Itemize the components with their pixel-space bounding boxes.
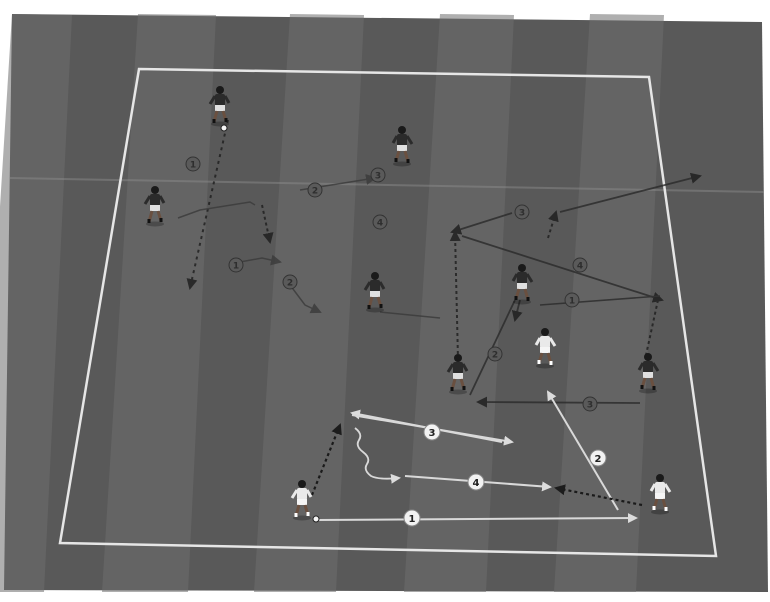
svg-text:2: 2 [287, 279, 293, 289]
svg-text:1: 1 [190, 161, 196, 171]
ball [313, 516, 319, 522]
step-marker-faded: 3 [515, 205, 529, 219]
svg-text:1: 1 [409, 514, 416, 525]
svg-text:2: 2 [595, 454, 602, 465]
svg-text:4: 4 [473, 478, 480, 489]
step-marker-faded: 2 [283, 275, 297, 289]
svg-text:1: 1 [569, 297, 575, 307]
svg-text:3: 3 [375, 172, 381, 182]
step-marker-faded: 1 [186, 157, 200, 171]
step-marker-1: 1 [404, 510, 420, 526]
pass-arrow [478, 402, 640, 403]
svg-text:4: 4 [377, 219, 383, 229]
ball [221, 125, 227, 131]
step-marker-faded: 3 [371, 168, 385, 182]
svg-text:2: 2 [312, 187, 318, 197]
step-marker-faded: 3 [583, 397, 597, 411]
step-marker-3: 3 [424, 424, 440, 440]
step-marker-faded: 4 [373, 215, 387, 229]
svg-text:4: 4 [577, 262, 583, 272]
step-marker-faded: 1 [229, 258, 243, 272]
svg-text:3: 3 [429, 428, 436, 439]
svg-text:1: 1 [233, 262, 239, 272]
svg-text:3: 3 [519, 209, 525, 219]
step-marker-faded: 2 [308, 183, 322, 197]
step-marker-2: 2 [590, 450, 606, 466]
step-marker-faded: 4 [573, 258, 587, 272]
step-marker-faded: 1 [565, 293, 579, 307]
svg-text:3: 3 [587, 401, 593, 411]
step-marker-4: 4 [468, 474, 484, 490]
step-marker-faded: 2 [488, 347, 502, 361]
svg-text:2: 2 [492, 351, 498, 361]
